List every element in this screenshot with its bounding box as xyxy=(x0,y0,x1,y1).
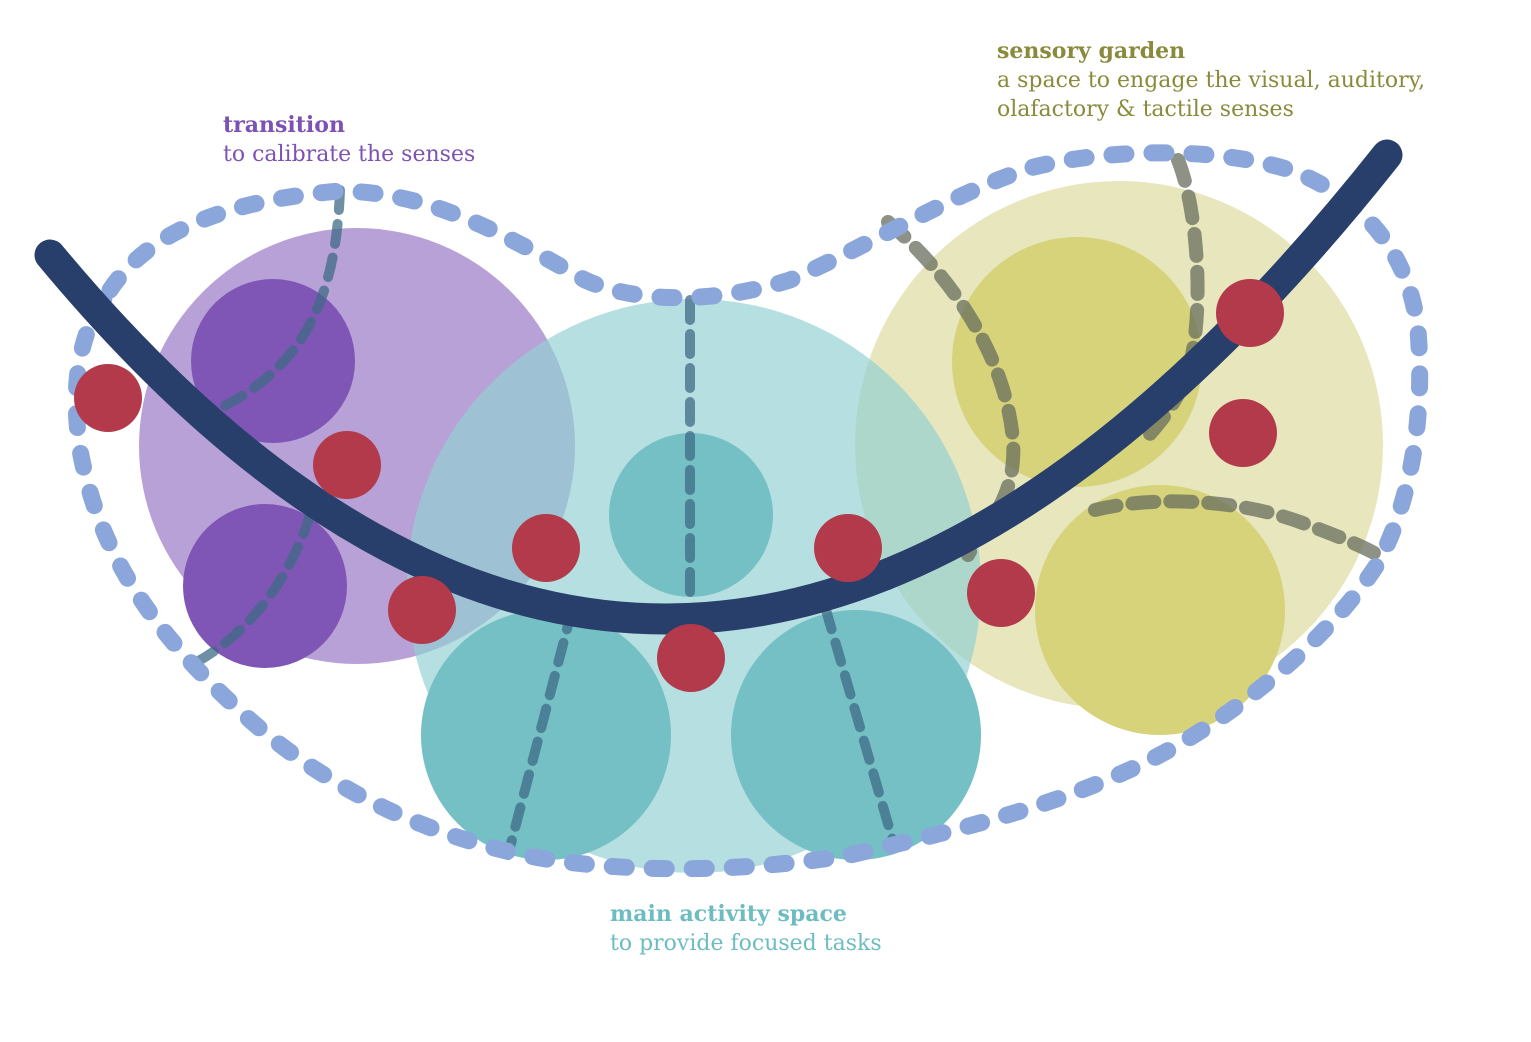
transition-title: transition xyxy=(223,112,345,138)
transition-description: to calibrate the senses xyxy=(223,142,476,167)
node-main-right xyxy=(814,514,882,582)
transition-label: transition to calibrate the senses xyxy=(223,111,475,169)
garden-divider-bottom xyxy=(1088,494,1385,562)
transition-divider-curve xyxy=(190,185,345,425)
main-activity-label: main activity space to provide focused t… xyxy=(610,900,882,958)
main-activity-subzone-left xyxy=(421,610,671,860)
sensory-garden-description-line1: a space to engage the visual, auditory, xyxy=(997,68,1426,93)
sensory-garden-label: sensory garden a space to engage the vis… xyxy=(997,37,1425,124)
sensory-garden-subzone-bottom xyxy=(1035,485,1285,735)
node-garden-center xyxy=(1209,399,1277,467)
node-transition-center xyxy=(313,431,381,499)
main-activity-subzone-right xyxy=(731,610,981,860)
node-main-left xyxy=(512,514,580,582)
node-west-entry xyxy=(74,364,142,432)
node-garden-upper xyxy=(1216,279,1284,347)
transition-divider-lower xyxy=(180,510,315,673)
circulation-path xyxy=(34,139,1403,635)
transition-subzone-bottom xyxy=(183,504,347,668)
node-main-center xyxy=(657,624,725,692)
main-divider-right xyxy=(821,605,900,853)
sensory-garden-title: sensory garden xyxy=(997,38,1186,64)
main-activity-title: main activity space xyxy=(610,901,847,927)
node-garden-lower xyxy=(967,559,1035,627)
site-boundary-dotted xyxy=(67,144,1429,878)
main-activity-description: to provide focused tasks xyxy=(610,931,882,956)
main-divider-left xyxy=(503,605,577,860)
node-transition-lower xyxy=(388,576,456,644)
sensory-garden-description-line2: olafactory & tactile senses xyxy=(997,97,1294,122)
